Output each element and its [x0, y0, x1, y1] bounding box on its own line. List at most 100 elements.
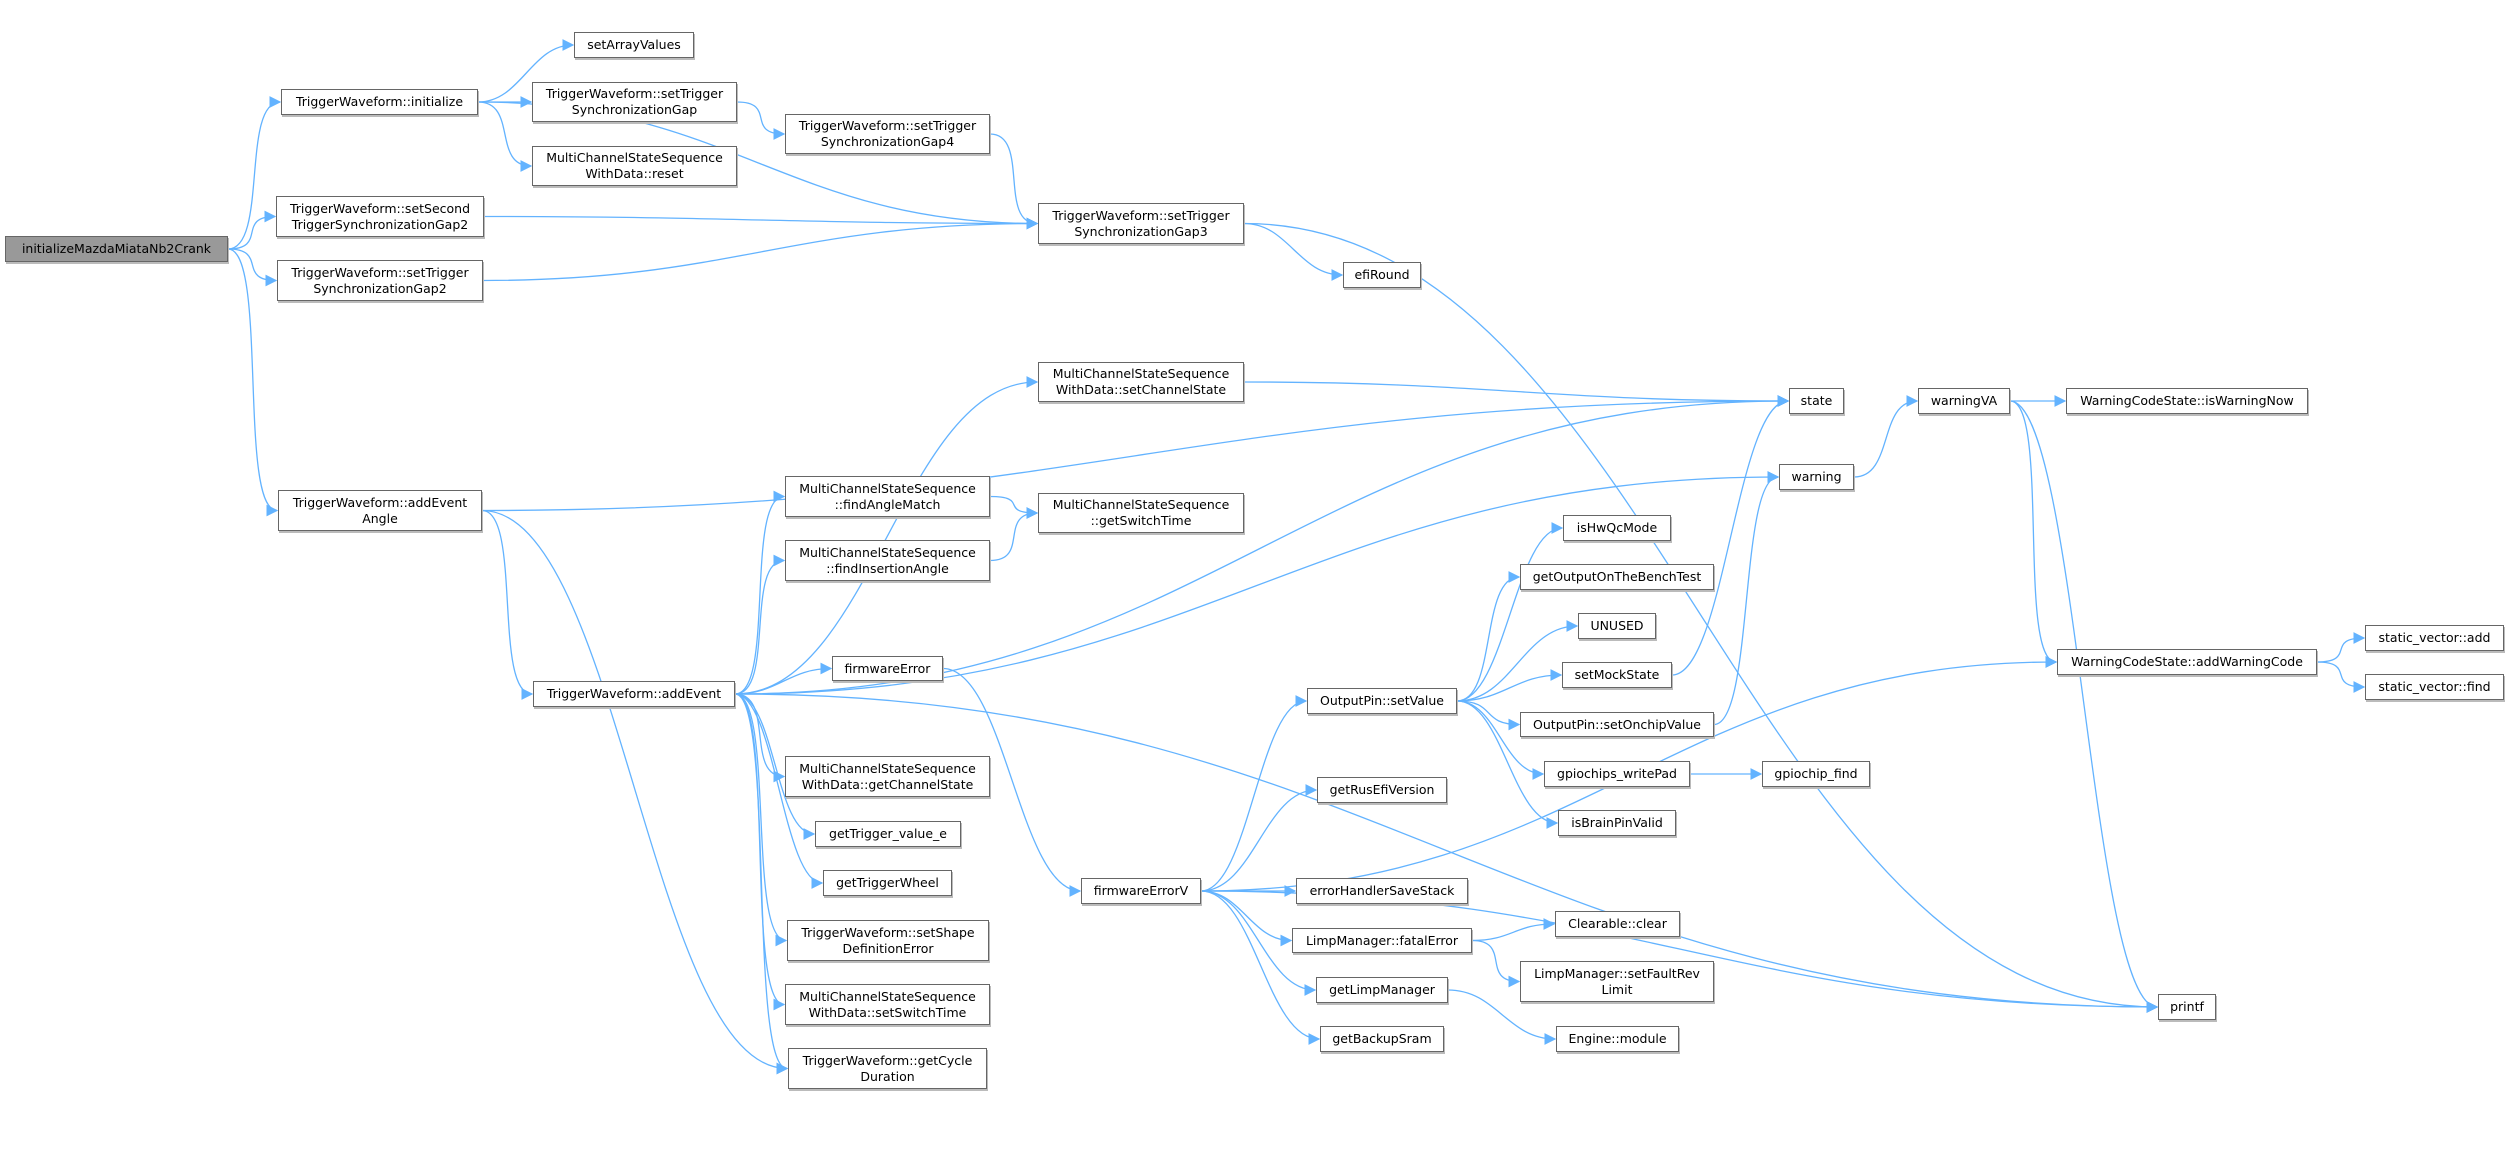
node-label: getTrigger_value_e: [829, 826, 947, 841]
node-label: gpiochips_writePad: [1557, 766, 1677, 781]
graph-node-gtve[interactable]: getTrigger_value_e: [815, 821, 961, 847]
edge-addEvent-to-printf: [734, 693, 2159, 1013]
graph-node-module[interactable]: Engine::module: [1556, 1026, 1679, 1052]
node-label: TriggerWaveform::addEvent: [546, 686, 722, 701]
node-label: ::getSwitchTime: [1090, 513, 1192, 528]
node-label: errorHandlerSaveStack: [1309, 883, 1455, 898]
node-label: Angle: [362, 510, 398, 526]
graph-node-gpioFind[interactable]: gpiochip_find: [1762, 761, 1870, 787]
node-label: SynchronizationGap4: [820, 134, 955, 149]
graph-node-addWC[interactable]: WarningCodeState::addWarningCode: [2057, 649, 2317, 675]
graph-node-warning[interactable]: warning: [1779, 464, 1854, 490]
graph-node-findIA[interactable]: MultiChannelStateSequence::findInsertion…: [785, 540, 990, 581]
graph-node-gOOTBT[interactable]: getOutputOnTheBenchTest: [1520, 564, 1714, 590]
node-label: WithData::setChannelState: [1055, 382, 1227, 397]
graph-node-fatal[interactable]: LimpManager::fatalError: [1292, 928, 1472, 953]
graph-node-init[interactable]: TriggerWaveform::initialize: [281, 89, 478, 115]
node-label: TriggerWaveform::setTrigger: [798, 118, 977, 133]
graph-node-onchip[interactable]: OutputPin::setOnchipValue: [1520, 712, 1714, 737]
graph-node-isWN[interactable]: WarningCodeState::isWarningNow: [2066, 388, 2308, 414]
node-label: TriggerWaveform::getCycle: [802, 1052, 973, 1068]
edge-gap2-to-gap3: [482, 217, 1039, 282]
node-label: setArrayValues: [587, 37, 681, 52]
edge-setValue-to-isHw: [1456, 522, 1564, 702]
graph-node-setValue[interactable]: OutputPin::setValue: [1307, 688, 1457, 714]
graph-node-fwErrV[interactable]: firmwareErrorV: [1081, 878, 1201, 904]
node-label: Engine::module: [1568, 1031, 1667, 1046]
node-label: ::findInsertionAngle: [826, 560, 949, 576]
graph-node-main[interactable]: initializeMazdaMiataNb2Crank: [5, 236, 228, 262]
node-label: ::findAngleMatch: [834, 496, 941, 512]
graph-node-printf[interactable]: printf: [2158, 994, 2216, 1020]
edge-main-to-aea: [227, 248, 279, 517]
graph-node-backup[interactable]: getBackupSram: [1320, 1026, 1444, 1052]
node-label: Limit: [1601, 981, 1633, 997]
node-label: Duration: [860, 1068, 915, 1084]
edge-addWC-to-svAdd: [2316, 632, 2366, 663]
edge-setValue-to-setMock: [1456, 669, 1563, 702]
edge-fwErrV-to-backup: [1200, 890, 1321, 1045]
graph-node-efiRound[interactable]: efiRound: [1343, 262, 1421, 288]
edge-aea-to-gCD: [481, 509, 789, 1075]
edge-setValue-to-gOOTBT: [1456, 571, 1521, 702]
edge-setValue-to-onchip: [1456, 700, 1521, 731]
graph-node-unused[interactable]: UNUSED: [1578, 613, 1656, 639]
node-label: UNUSED: [1590, 618, 1644, 633]
node-label: state: [1800, 393, 1833, 408]
node-label: isBrainPinValid: [1571, 815, 1663, 830]
node-label: getRusEfiVersion: [1329, 782, 1435, 797]
edge-main-to-init: [227, 96, 282, 250]
graph-node-getLimp[interactable]: getLimpManager: [1316, 977, 1448, 1003]
edge-addEvent-to-gCD: [734, 693, 789, 1075]
graph-node-brain[interactable]: isBrainPinValid: [1558, 810, 1676, 836]
graph-node-state[interactable]: state: [1789, 388, 1844, 414]
edge-gap3-to-efiRound: [1243, 222, 1344, 281]
graph-node-svAdd[interactable]: static_vector::add: [2365, 625, 2504, 651]
graph-node-ehss[interactable]: errorHandlerSaveStack: [1296, 878, 1468, 904]
graph-node-svFind[interactable]: static_vector::find: [2365, 674, 2504, 700]
graph-node-setMock[interactable]: setMockState: [1562, 662, 1672, 688]
node-label: static_vector::add: [2378, 630, 2491, 645]
graph-node-rusefi[interactable]: getRusEfiVersion: [1317, 777, 1447, 803]
graph-node-addEvent[interactable]: TriggerWaveform::addEvent: [533, 681, 735, 707]
graph-node-clear[interactable]: Clearable::clear: [1555, 911, 1680, 937]
node-label: TriggerWaveform::setShape: [801, 924, 975, 940]
graph-node-writePad[interactable]: gpiochips_writePad: [1544, 761, 1690, 787]
edge-gap4-to-gap3: [989, 133, 1039, 230]
node-label: LimpManager::setFaultRev: [1534, 965, 1700, 981]
node-label: MultiChannelStateSequence: [546, 150, 723, 165]
graph-node-getSW[interactable]: MultiChannelStateSequence::getSwitchTime: [1038, 493, 1244, 533]
graph-node-findAM[interactable]: MultiChannelStateSequence::findAngleMatc…: [785, 476, 990, 517]
edge-fwErrV-to-setValue: [1200, 695, 1308, 892]
graph-node-isHw[interactable]: isHwQcMode: [1563, 515, 1671, 541]
graph-node-fwErr[interactable]: firmwareError: [832, 656, 943, 681]
graph-node-warningVA[interactable]: warningVA: [1918, 388, 2010, 414]
edge-addEvent-to-sSDE: [734, 693, 788, 947]
edge-findAM-to-getSW: [989, 495, 1039, 519]
edge-gap-to-gap4: [736, 101, 786, 140]
graph-node-gtw[interactable]: getTriggerWheel: [823, 870, 952, 896]
edge-setMock-to-state: [1671, 395, 1790, 676]
edge-fwErr-to-fwErrV: [942, 667, 1082, 897]
edge-findIA-to-getSW: [989, 507, 1039, 562]
graph-node-setArrayValues[interactable]: setArrayValues: [574, 32, 694, 58]
edge-setValue-to-brain: [1456, 700, 1559, 829]
node-label: getLimpManager: [1329, 982, 1435, 997]
node-label: WithData::reset: [585, 166, 684, 181]
edge-addEvent-to-gtw: [734, 693, 824, 889]
